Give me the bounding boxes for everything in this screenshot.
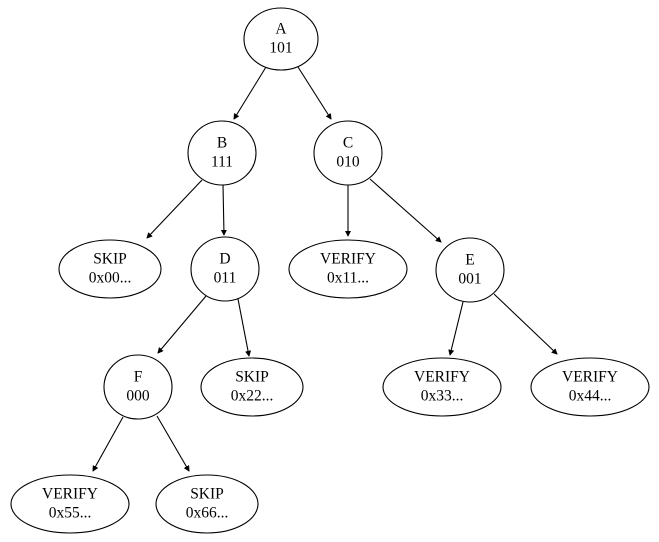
node-d-label-secondary: 011 <box>214 270 237 287</box>
node-skip-0x00[interactable]: SKIP 0x00... <box>58 239 162 299</box>
node-a[interactable]: A 101 <box>243 7 319 71</box>
node-f-shape <box>103 354 173 420</box>
edge-e-v4 <box>493 293 557 354</box>
node-verify-0x11[interactable]: VERIFY 0x11... <box>288 239 408 299</box>
node-e-shape <box>435 237 505 303</box>
node-verify-0x44-label-primary: VERIFY <box>562 369 618 386</box>
edge-d-s2 <box>237 298 249 356</box>
node-skip-0x66-label-secondary: 0x66... <box>186 505 229 522</box>
node-verify-0x44-label-secondary: 0x44... <box>569 388 612 405</box>
node-c[interactable]: C 010 <box>313 120 383 186</box>
node-skip-0x22-shape <box>200 357 304 417</box>
node-verify-0x33-label-primary: VERIFY <box>414 369 470 386</box>
node-skip-0x22-label-primary: SKIP <box>235 369 269 386</box>
edge-c-e <box>369 178 441 242</box>
node-verify-0x55[interactable]: VERIFY 0x55... <box>10 474 130 534</box>
node-a-label-primary: A <box>275 21 287 38</box>
node-verify-0x11-label-primary: VERIFY <box>320 251 376 268</box>
edges-layer <box>92 66 557 471</box>
node-d-label-primary: D <box>219 251 230 268</box>
node-c-shape <box>313 120 383 186</box>
node-b-shape <box>187 120 257 186</box>
node-skip-0x00-label-secondary: 0x00... <box>89 270 132 287</box>
node-c-label-primary: C <box>343 135 353 152</box>
node-skip-0x66[interactable]: SKIP 0x66... <box>155 474 259 534</box>
node-f[interactable]: F 000 <box>103 354 173 420</box>
edge-f-v5 <box>92 416 124 471</box>
node-verify-0x11-label-secondary: 0x11... <box>327 270 369 287</box>
node-skip-0x22-label-secondary: 0x22... <box>231 388 274 405</box>
node-d-shape <box>190 236 260 302</box>
node-e-label-primary: E <box>465 252 474 269</box>
node-d[interactable]: D 011 <box>190 236 260 302</box>
node-verify-0x55-label-secondary: 0x55... <box>49 505 92 522</box>
edge-b-s0 <box>147 179 203 238</box>
node-f-label-primary: F <box>134 369 143 386</box>
edge-a-c <box>297 66 331 119</box>
node-skip-0x22[interactable]: SKIP 0x22... <box>200 357 304 417</box>
node-verify-0x44-shape <box>530 357 650 417</box>
node-e-label-secondary: 001 <box>458 271 481 288</box>
node-b[interactable]: B 111 <box>187 120 257 186</box>
edge-a-b <box>234 66 267 119</box>
node-skip-0x00-shape <box>58 239 162 299</box>
node-b-label-secondary: 111 <box>211 154 233 171</box>
node-skip-0x00-label-primary: SKIP <box>93 251 127 268</box>
node-verify-0x55-shape <box>10 474 130 534</box>
node-e[interactable]: E 001 <box>435 237 505 303</box>
nodes-layer: A101B111C010SKIP0x00...D011VERIFY0x11...… <box>10 7 650 534</box>
edge-b-d <box>223 184 224 235</box>
node-verify-0x33-label-secondary: 0x33... <box>421 388 464 405</box>
edge-d-f <box>158 295 207 353</box>
node-verify-0x55-label-primary: VERIFY <box>42 486 98 503</box>
node-verify-0x11-shape <box>288 239 408 299</box>
node-verify-0x33-shape <box>382 357 502 417</box>
node-f-label-secondary: 000 <box>126 388 150 405</box>
node-verify-0x44[interactable]: VERIFY 0x44... <box>530 357 650 417</box>
node-verify-0x33[interactable]: VERIFY 0x33... <box>382 357 502 417</box>
node-c-label-secondary: 010 <box>336 154 360 171</box>
edge-f-s6 <box>156 415 189 471</box>
node-skip-0x66-label-primary: SKIP <box>190 486 224 503</box>
node-skip-0x66-shape <box>155 474 259 534</box>
node-b-label-primary: B <box>217 135 227 152</box>
edge-e-v3 <box>450 301 464 355</box>
node-a-label-secondary: 101 <box>269 40 292 57</box>
node-a-shape <box>243 7 319 71</box>
